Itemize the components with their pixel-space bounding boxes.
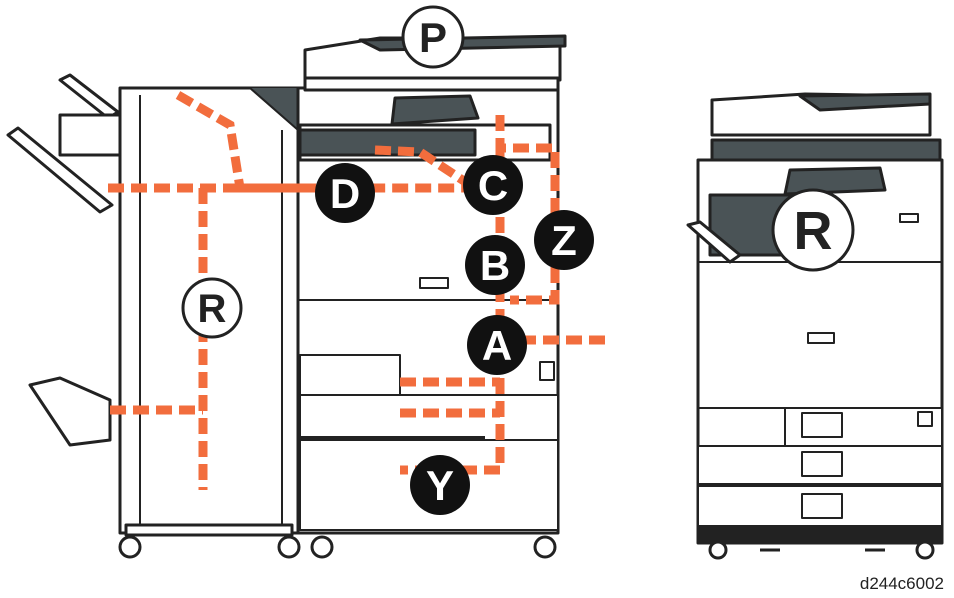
main-wheel-left xyxy=(312,537,332,557)
control-panel xyxy=(392,96,478,124)
label-r-right-marker: R xyxy=(773,190,853,270)
right-front-handle xyxy=(808,333,834,343)
svg-text:R: R xyxy=(794,201,833,261)
svg-text:C: C xyxy=(478,162,508,209)
right-machine xyxy=(688,94,942,558)
label-y-marker: Y xyxy=(410,455,470,515)
svg-text:P: P xyxy=(419,14,447,61)
finisher-upper-trays xyxy=(8,75,120,212)
label-b-marker: B xyxy=(465,235,525,295)
right-wheel-right xyxy=(917,542,933,558)
svg-text:A: A xyxy=(482,322,512,369)
figure-caption: d244c6002 xyxy=(860,574,944,594)
right-wheel-left xyxy=(710,542,726,558)
left-machine-with-finisher xyxy=(8,36,565,557)
label-p-marker: P xyxy=(403,7,463,67)
svg-text:B: B xyxy=(480,242,510,289)
finisher-lower-tray xyxy=(30,378,110,445)
right-control-panel xyxy=(785,168,885,194)
finisher-wheel-right xyxy=(279,537,299,557)
svg-text:Y: Y xyxy=(426,462,454,509)
label-d-marker: D xyxy=(315,163,375,223)
label-c-marker: C xyxy=(463,155,523,215)
finisher-wheel-left xyxy=(120,537,140,557)
svg-text:R: R xyxy=(198,287,227,331)
front-handle xyxy=(420,278,448,288)
svg-text:Z: Z xyxy=(551,217,577,264)
label-z-marker: Z xyxy=(534,210,594,270)
label-r-left-marker: R xyxy=(183,279,241,337)
svg-text:D: D xyxy=(330,170,360,217)
tray-1 xyxy=(300,355,400,395)
main-wheel-right xyxy=(535,537,555,557)
label-a-marker: A xyxy=(467,315,527,375)
